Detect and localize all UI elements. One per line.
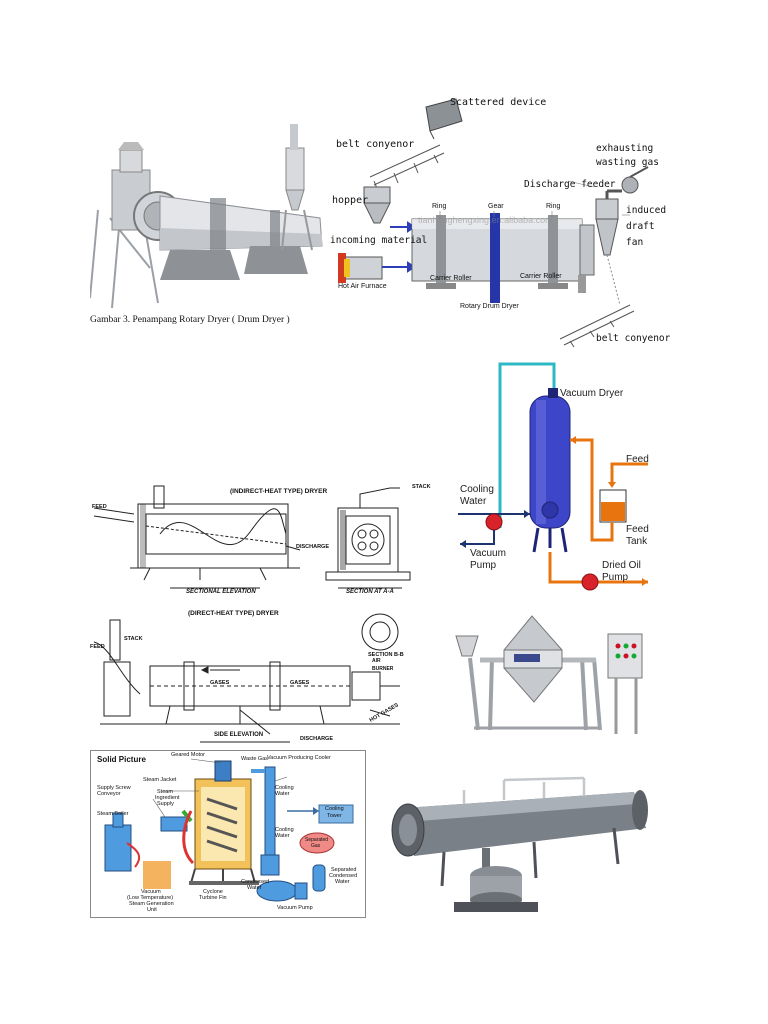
label-cyclone-1: Cyclone — [203, 889, 223, 895]
label-supply: Supply — [157, 801, 174, 807]
rotary-drum-schematic: Scattered device belt conyenor hopper in… — [330, 95, 675, 347]
label-waste-gas: Waste Gas — [241, 756, 268, 762]
label-carrier-roller-right: Carrier Roller — [520, 273, 562, 280]
label-pump: Pump — [470, 560, 497, 571]
label-section-aa: SECTION AT A-A — [346, 589, 394, 595]
label-discharge-feeder: Discharge feeder — [524, 179, 616, 190]
scattered-device-icon — [425, 98, 463, 140]
rotary-drum-icon — [411, 213, 595, 289]
label-rotary-drum-dryer: Rotary Drum Dryer — [460, 303, 519, 310]
label-belt-conveyor-top: belt conyenor — [336, 139, 415, 150]
label-steam-jacket: Steam Jacket — [143, 777, 177, 783]
label-carrier-roller-left: Carrier Roller — [430, 275, 472, 282]
label-vac-unit-4: Unit — [147, 907, 157, 913]
indirect-heat-dryer-drawing: (INDIRECT-HEAT TYPE) DRYER STACK FEED DI… — [90, 474, 435, 602]
label-feed-tank-1: Feed — [626, 524, 649, 535]
cyclone-icon — [595, 189, 622, 256]
label-sectional-elevation: SECTIONAL ELEVATION — [186, 589, 256, 595]
label-side-elevation: SIDE ELEVATION — [214, 732, 264, 738]
horizontal-vacuum-dryer-photo — [384, 768, 664, 920]
belt-conveyor-top-icon — [369, 144, 445, 192]
label-water: Water — [460, 496, 487, 507]
label-air: AIR — [372, 658, 381, 664]
label-vac-unit-1: Vacuum — [141, 889, 161, 895]
condenser-icon — [251, 766, 280, 876]
label-supply-screw-2: Conveyor — [97, 791, 121, 797]
label-direct-discharge: DISCHARGE — [300, 736, 334, 742]
label-indirect-feed: FEED — [92, 504, 107, 510]
vacuum-vessel-icon — [529, 388, 571, 553]
label-condensed-2: Water — [247, 885, 262, 891]
label-vacuum-cooler: Vacuum Producing Cooler — [267, 755, 331, 761]
label-vac-unit-3: Steam Generation — [129, 901, 174, 907]
label-indirect-discharge: DISCHARGE — [296, 544, 330, 550]
label-wasting-gas: wasting gas — [596, 157, 659, 168]
label-burner: BURNER — [372, 666, 394, 672]
label-cooling-water-1b: Water — [275, 791, 290, 797]
label-vac-unit-2: (Low Temperature) — [127, 895, 174, 901]
label-steam: Steam — [157, 789, 173, 795]
label-sep-cond-3: Water — [335, 879, 350, 885]
label-gases-1: GASES — [210, 680, 230, 686]
label-sep-cond-1: Separated — [331, 867, 357, 873]
hopper-icon — [363, 186, 391, 224]
label-dried-oil: Dried Oil — [602, 560, 641, 571]
label-vacuum: Vacuum — [470, 548, 506, 559]
label-feed: Feed — [626, 454, 649, 465]
rotary-dryer-photo: Gambar 3. Penampang Rotary Dryer ( Drum … — [90, 118, 330, 330]
label-cooling-tower-1: Cooling — [325, 806, 344, 812]
direct-heat-dryer-drawing: (DIRECT-HEAT TYPE) DRYER STACK FEED GASE… — [90, 606, 410, 748]
label-cooling-tower-2: Tower — [327, 813, 342, 819]
label-indirect-title: (INDIRECT-HEAT TYPE) DRYER — [230, 488, 328, 495]
label-steam-boiler: Steam Boiler — [97, 811, 129, 817]
label-separated-gas-1: Separated — [305, 837, 329, 843]
label-fan: fan — [626, 237, 644, 248]
label-cooling-water-2a: Cooling — [275, 827, 294, 833]
steam-boiler-icon — [104, 812, 132, 872]
label-cooling-water-2b: Water — [275, 833, 290, 839]
double-cone-dryer-photo — [450, 610, 650, 740]
label-watermark: tianhenghengxing.en.alibaba.com — [418, 215, 553, 225]
label-induced: induced — [626, 205, 667, 216]
vacuum-pump-icon — [256, 864, 326, 902]
label-indirect-stack: STACK — [412, 484, 431, 490]
hot-air-furnace-icon — [338, 253, 383, 283]
label-hot-air-furnace: Hot Air Furnace — [338, 283, 387, 290]
label-supply-screw-1: Supply Screw — [97, 785, 131, 791]
label-belt-conveyor-bottom: belt conyenor — [596, 333, 671, 344]
label-gear: Gear — [488, 203, 504, 210]
label-ring-right: Ring — [546, 203, 561, 210]
label-incoming-material: incoming material — [330, 235, 428, 246]
label-hopper: hopper — [332, 195, 369, 206]
label-cyclone-2: Turbine Fin — [199, 895, 227, 901]
label-ingredient: Ingredient — [155, 795, 180, 801]
vacuum-dryer-diagram: Vacuum Dryer Feed Cooling Water Feed Tan… — [452, 360, 664, 596]
rotary-caption: Gambar 3. Penampang Rotary Dryer ( Drum … — [90, 315, 290, 325]
label-draft: draft — [626, 221, 655, 232]
label-section-bb: SECTION B-B — [368, 652, 404, 658]
label-geared-motor: Geared Motor — [171, 752, 205, 758]
label-direct-title: (DIRECT-HEAT TYPE) DRYER — [188, 610, 279, 617]
label-cooling: Cooling — [460, 484, 494, 495]
label-direct-stack: STACK — [124, 636, 143, 642]
label-exhausting: exhausting — [596, 143, 654, 154]
label-ring-left: Ring — [432, 203, 447, 210]
belt-conveyor-bottom-icon — [559, 304, 635, 347]
label-cooling-water-1a: Cooling — [275, 785, 294, 791]
label-feed-tank-2: Tank — [626, 536, 648, 547]
label-dried-pump: Pump — [602, 572, 629, 583]
label-condensed-1: Condensed — [241, 879, 270, 885]
feed-tank-icon — [599, 489, 627, 523]
label-gases-2: GASES — [290, 680, 310, 686]
label-vacuum-pump: Vacuum Pump — [277, 905, 313, 911]
label-direct-feed: FEED — [90, 644, 105, 650]
induced-draft-fan-icon — [621, 166, 649, 194]
label-scattered-device: Scattered device — [450, 97, 547, 108]
solid-picture-diagram: Solid Picture Geared Motor Waste Gas Vac… — [90, 750, 366, 918]
label-sep-cond-2: Condensed — [329, 873, 358, 879]
solid-vessel-icon — [189, 760, 259, 885]
label-separated-gas-2: Gas — [311, 843, 321, 849]
label-solid-title: Solid Picture — [97, 755, 146, 764]
label-vacuum-dryer: Vacuum Dryer — [560, 388, 624, 399]
